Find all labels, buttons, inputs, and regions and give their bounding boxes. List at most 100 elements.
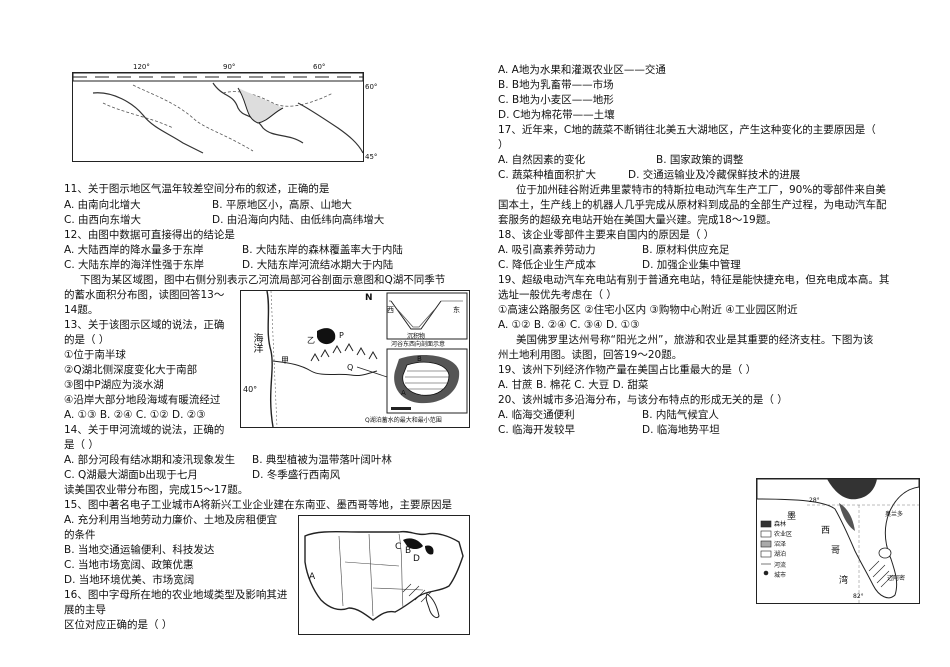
q11-option-c: C. 由西向东增大: [64, 214, 142, 226]
fl-legend-city: 城市: [774, 572, 787, 579]
q15-option-c: C. 当地市场宽阔、政策优惠: [64, 559, 194, 571]
intro-13-line2: 的蓄水面积分布图，读图回答13～: [64, 289, 225, 301]
q19-statements: ①高速公路服务区 ②住宅小区内 ③购物中心附近 ④工业园区附近: [498, 304, 798, 316]
q13-statement-2: ②Q湖北侧深度变化大于南部: [64, 364, 198, 376]
us-agriculture-map: A B C D: [298, 515, 470, 635]
q17-option-c: C. 蔬菜种植面积扩大: [498, 169, 597, 181]
q14-option-c: C. Q湖最大湖面b出现于七月: [64, 469, 198, 481]
fl-label-lat: 28°: [809, 497, 820, 504]
q20-stem: 20、该州城市多沿海分布，与该分布特点的形成无关的是（ ）: [498, 394, 788, 406]
lat-label-60: 60°: [365, 83, 378, 91]
q16-option-b: B. B地为乳畜带——市场: [498, 79, 614, 91]
q12-option-b: B. 大陆东岸的森林覆盖率大于内陆: [242, 244, 403, 256]
q16-option-a: A. A地为水果和灌溉农业区——交通: [498, 64, 666, 76]
fl-legend-forest: 森林: [774, 521, 787, 528]
profile-caption: 河谷东西向剖面示意: [391, 341, 446, 348]
florida-map-drawing: [757, 479, 919, 603]
lon-label-120: 120°: [133, 63, 150, 71]
intro-18-line2: 国本土，生产线上的机器人几乎完成从原材料到成品的全部生产过程，为电动汽车配: [498, 199, 887, 211]
q11-stem: 11、关于图示地区气温年较差空间分布的叙述，正确的是: [64, 183, 330, 195]
q20-option-d: D. 临海地势平坦: [642, 424, 720, 436]
q16-option-d: D. C地为棉花带——土壤: [498, 109, 615, 121]
q19-stem-1: 19、超级电动汽车充电站有别于普通充电站，特征是能快捷充电，但充电成本高。其: [498, 274, 890, 286]
q12-option-a: A. 大陆西岸的降水量多于东岸: [64, 244, 204, 256]
fl-label-xi: 西: [821, 526, 831, 536]
q19b-stem: 19、该州下列经济作物产量在美国占比重最大的是（ ）: [498, 364, 757, 376]
river-lake-drawing: [241, 291, 468, 427]
q14-stem-1: 14、关于甲河流域的说法，正确的: [64, 424, 225, 436]
us-label-b: B: [405, 546, 412, 556]
q13-stem-2: 的是（ ）: [64, 334, 110, 346]
fl-legend-agri: 农业区: [774, 531, 793, 538]
fl-legend-lake: 湖泊: [774, 551, 787, 558]
label-jia: 甲: [281, 356, 289, 365]
fl-label-lon: 82°: [853, 593, 864, 600]
label-q: Q: [347, 363, 354, 372]
q14-option-b: B. 典型植被为温带落叶阔叶林: [252, 454, 392, 466]
q15-option-a-cont: 的条件: [64, 529, 96, 541]
q16-stem-3: 区位对应正确的是（ ）: [64, 619, 173, 631]
q11-option-d: D. 由沿海向内陆、由低纬向高纬增大: [212, 214, 385, 226]
q18-stem: 18、该企业零部件主要来自国内的原因是（ ）: [498, 229, 715, 241]
q15-option-d: D. 当地环境优美、市场宽阔: [64, 574, 195, 586]
label-b: B: [417, 355, 422, 363]
q20-option-c: C. 临海开发较早: [498, 424, 576, 436]
q11-option-b: B. 平原地区小，高原、山地大: [212, 199, 352, 211]
intro-20-line1: 美国佛罗里达州号称“阳光之州”，旅游和农业是其重要的经济支柱。下图为该: [516, 334, 874, 346]
q12-option-c: C. 大陆东岸的海洋性强于东岸: [64, 259, 205, 271]
q15-option-b: B. 当地交通运输便利、科技发达: [64, 544, 215, 556]
label-lat-40: 40°: [243, 385, 258, 394]
florida-land-use-map: 森林 农业区 沼泽 湖泊 河流 城市 墨 西 哥 湾 28° 82° 奥兰多 迈…: [756, 478, 920, 604]
lake-caption: Q湖泊蓄水的最大和最小范围: [365, 417, 442, 424]
intro-18-line1: 位于加州硅谷附近弗里蒙特市的特斯拉电动汽车生产工厂，90%的零部件来自美: [516, 184, 886, 196]
q18-option-d: D. 加强企业集中管理: [642, 259, 741, 271]
intro-13-line1: 下图为某区域图，图中右侧分别表示乙河流局部河谷剖面示意图和Q湖不同季节: [80, 274, 446, 286]
us-label-a: A: [309, 572, 316, 582]
q13-statement-1: ①位于南半球: [64, 349, 126, 361]
fl-legend-swamp: 沼泽: [774, 541, 787, 548]
q14-option-a: A. 部分河段有结冰期和凌汛现象发生: [64, 454, 236, 466]
q18-option-b: B. 原材料供应充足: [642, 244, 730, 256]
q13-statement-4: ④沿岸大部分地段海域有暖流经过: [64, 394, 221, 406]
fl-label-orlando: 奥兰多: [885, 511, 904, 518]
q12-stem: 12、由图中数据可直接得出的结论是: [64, 229, 235, 241]
q20-option-a: A. 临海交通便利: [498, 409, 575, 421]
fl-label-miami: 迈阿密: [887, 575, 906, 582]
label-east: 东: [453, 306, 460, 314]
us-map-drawing: [304, 530, 464, 621]
q16-stem-2: 展的主导: [64, 604, 106, 616]
q15-stem: 15、图中著名电子工业城市A将新兴工业企业建在东南亚、墨西哥等地，主要原因是: [64, 499, 453, 511]
lat-label-45: 45°: [365, 153, 378, 161]
intro-13-line3: 14题。: [64, 304, 99, 316]
q18-option-a: A. 吸引高素养劳动力: [498, 244, 596, 256]
intro-18-line3: 套服务的超级充电站开始在美国大量兴建。完成18～19题。: [498, 214, 777, 226]
q12-option-d: D. 大陆东岸河流结冰期大于内陆: [242, 259, 394, 271]
river-lake-map: 海洋 N P 乙 甲 Q 40° 西 东 A B 沉积物 河谷东西向剖面示意 Q…: [240, 290, 470, 428]
q17-stem: 17、近年来，C地的蔬菜不断销往北美五大湖地区，产生这种变化的主要原因是（: [498, 124, 876, 136]
q13-stem-1: 13、关于该图示区域的说法，正确: [64, 319, 225, 331]
q16-option-c: C. B地为小麦区——地形: [498, 94, 614, 106]
q14-option-d: D. 冬季盛行西南风: [252, 469, 341, 481]
lon-label-60: 60°: [313, 63, 326, 71]
sediment-caption: 沉积物: [407, 333, 426, 340]
q16-stem-1: 16、图中字母所在地的农业地域类型及影响其进: [64, 589, 288, 601]
fl-label-ge: 哥: [831, 546, 841, 556]
q14-stem-2: 是（ ）: [64, 439, 99, 451]
label-a: A: [401, 389, 406, 397]
label-yi: 乙: [307, 336, 315, 345]
lon-label-90: 90°: [223, 63, 236, 71]
label-p: P: [339, 331, 344, 340]
intro-15: 读美国农业带分布图，完成15～17题。: [64, 484, 249, 496]
q17-option-b: B. 国家政策的调整: [656, 154, 744, 166]
q13-options: A. ①③ B. ②④ C. ①② D. ②③: [64, 409, 206, 421]
q18-option-c: C. 降低企业生产成本: [498, 259, 597, 271]
q19b-options: A. 甘蔗 B. 棉花 C. 大豆 D. 甜菜: [498, 379, 649, 391]
q17-stem-2: ）: [498, 139, 509, 151]
us-label-c: C: [395, 542, 402, 552]
q15-option-a: A. 充分利用当地劳动力廉价、土地及房租便宜: [64, 514, 278, 526]
q11-option-a: A. 由南向北增大: [64, 199, 141, 211]
q19-stem-2: 选址一般优先考虑在（ ）: [498, 289, 617, 301]
north-america-map-drawing: [73, 73, 363, 154]
q13-statement-3: ③图中P湖应为淡水湖: [64, 379, 164, 391]
q20-option-b: B. 内陆气候宜人: [642, 409, 719, 421]
